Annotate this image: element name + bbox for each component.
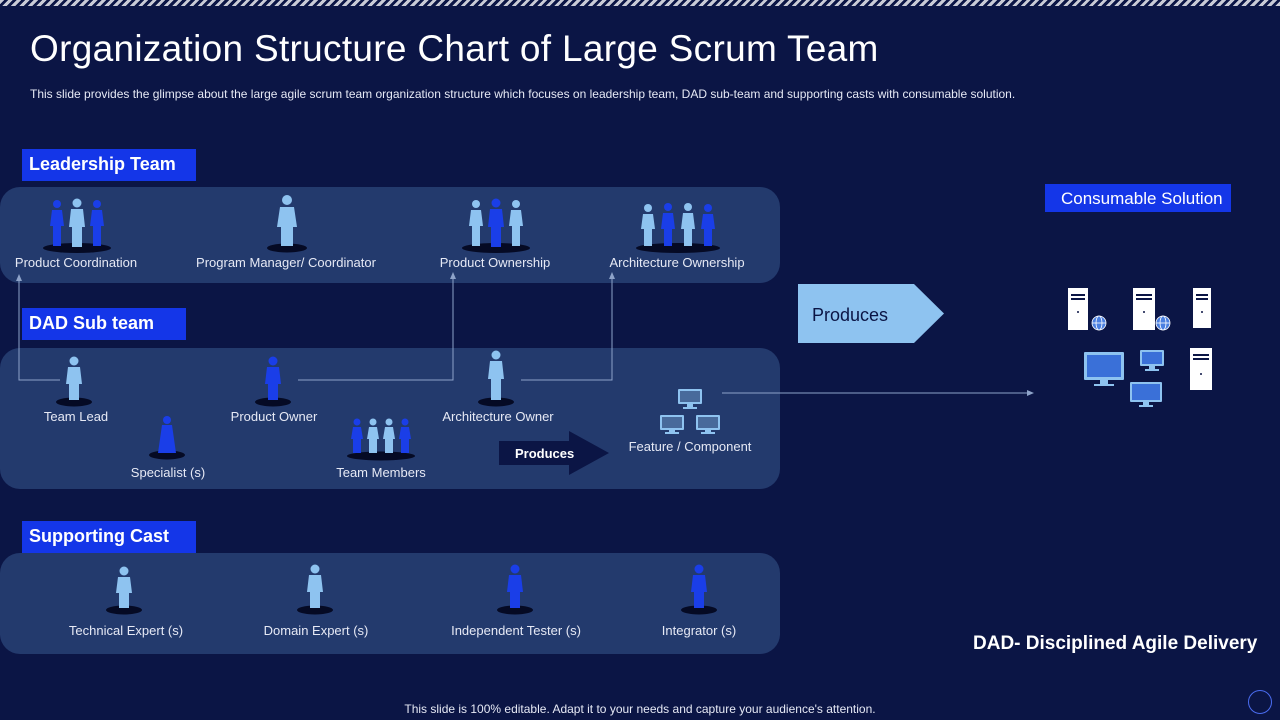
consumable-solution-label: Consumable Solution (1045, 184, 1231, 212)
architecture-ownership-people-icon (636, 200, 720, 254)
produces-arrow-large: Produces (798, 284, 944, 343)
role-independent-tester: Independent Tester (s) (451, 623, 581, 638)
role-domain-expert: Domain Expert (s) (263, 623, 369, 638)
feature-component-label: Feature / Component (628, 439, 752, 454)
supporting-cast-panel (0, 553, 780, 654)
server-network-icon (1064, 286, 1224, 417)
domain-expert-person-icon (295, 562, 335, 616)
produces-arrow-small-label: Produces (515, 446, 575, 461)
architecture-owner-person-icon (476, 348, 516, 408)
supporting-cast-label: Supporting Cast (22, 521, 196, 553)
produces-arrow-large-label: Produces (812, 305, 889, 325)
top-stripe (0, 0, 1280, 6)
feature-component-monitors-icon (658, 387, 722, 440)
integrator-person-icon (679, 562, 719, 616)
product-owner-person-icon (253, 354, 293, 408)
product-coordination-people-icon (43, 196, 111, 254)
role-product-owner: Product Owner (230, 409, 318, 424)
page-subtitle: This slide provides the glimpse about th… (30, 87, 1016, 101)
role-specialist: Specialist (s) (130, 465, 206, 480)
role-architecture-owner: Architecture Owner (442, 409, 554, 424)
role-product-ownership: Product Ownership (439, 255, 551, 270)
program-manager-person-icon (267, 193, 307, 253)
role-product-coordination: Product Coordination (14, 255, 138, 270)
team-lead-person-icon (54, 354, 94, 408)
specialist-person-icon (147, 413, 187, 461)
role-integrator: Integrator (s) (661, 623, 737, 638)
corner-circle-icon (1248, 690, 1272, 714)
dad-sub-team-label: DAD Sub team (22, 308, 186, 340)
role-program-manager: Program Manager/ Coordinator (196, 255, 376, 270)
product-ownership-people-icon (462, 196, 530, 254)
independent-tester-person-icon (495, 562, 535, 616)
team-members-people-icon (347, 414, 415, 462)
dad-definition-note: DAD- Disciplined Agile Delivery (973, 633, 1258, 654)
role-team-lead: Team Lead (43, 409, 109, 424)
role-team-members: Team Members (336, 465, 426, 480)
page-title: Organization Structure Chart of Large Sc… (30, 28, 879, 69)
footer-note: This slide is 100% editable. Adapt it to… (404, 702, 876, 716)
role-technical-expert: Technical Expert (s) (68, 623, 184, 638)
technical-expert-person-icon (104, 564, 144, 616)
leadership-team-label: Leadership Team (22, 149, 196, 181)
produces-arrow-small: Produces (499, 431, 609, 475)
role-architecture-ownership: Architecture Ownership (609, 255, 745, 270)
